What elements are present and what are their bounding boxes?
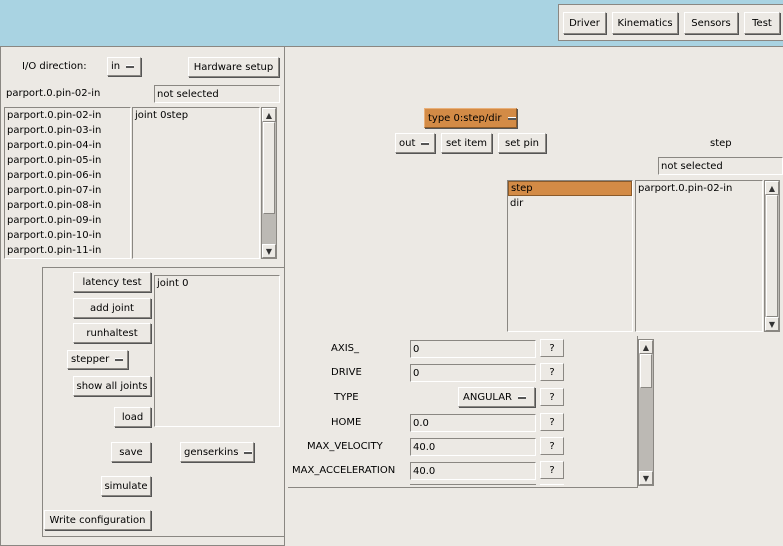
list-item[interactable]: parport.0.pin-05-in (7, 155, 102, 166)
scroll-down-icon[interactable]: ▼ (262, 244, 276, 258)
menu-indicator-icon (421, 141, 430, 145)
partial-next-help (540, 484, 564, 488)
list-item[interactable]: parport.0.pin-04-in (7, 140, 102, 151)
simulate-button[interactable]: simulate (101, 476, 151, 496)
step-selected-value: not selected (658, 157, 783, 175)
direction-out-menu[interactable]: out (395, 133, 435, 153)
home-label: HOME (331, 417, 362, 428)
tab-kinematics[interactable]: Kinematics (612, 12, 678, 34)
scroll-up-icon[interactable]: ▲ (765, 181, 779, 195)
assigned-list[interactable]: joint 0step (132, 107, 260, 259)
axis-field[interactable]: 0 (410, 340, 536, 358)
scroll-up-icon[interactable]: ▲ (262, 108, 276, 122)
params-scrollbar[interactable]: ▲ ▼ (638, 339, 654, 486)
type-menu[interactable]: ANGULAR (458, 387, 535, 407)
signal-list-scrollbar[interactable]: ▲ ▼ (764, 180, 780, 332)
drive-help-button[interactable]: ? (540, 363, 564, 381)
io-direction-value: in (111, 61, 121, 72)
write-configuration-button[interactable]: Write configuration (44, 510, 151, 530)
scroll-down-icon[interactable]: ▼ (765, 317, 779, 331)
step-label: step (710, 138, 732, 149)
stepper-menu[interactable]: stepper (67, 350, 128, 369)
selected-pin-label: parport.0.pin-02-in (6, 88, 101, 99)
type-label: TYPE (334, 392, 359, 403)
io-direction-label: I/O direction: (22, 61, 87, 72)
drive-label: DRIVE (331, 367, 362, 378)
list-item[interactable]: parport.0.pin-03-in (7, 125, 102, 136)
list-item[interactable]: parport.0.pin-06-in (7, 170, 102, 181)
add-joint-button[interactable]: add joint (73, 298, 151, 318)
params-panel (288, 336, 638, 488)
list-item[interactable]: parport.0.pin-08-in (7, 200, 102, 211)
runhaltest-button[interactable]: runhaltest (73, 323, 151, 343)
set-pin-button[interactable]: set pin (498, 133, 546, 153)
list-item[interactable]: parport.0.pin-10-in (7, 230, 102, 241)
pin-list-scrollbar[interactable]: ▲ ▼ (261, 107, 277, 259)
stepper-value: stepper (71, 354, 110, 365)
tab-test[interactable]: Test (744, 12, 780, 34)
set-item-button[interactable]: set item (441, 133, 492, 153)
signal-pin-list[interactable]: parport.0.pin-02-in (635, 180, 763, 332)
max-acceleration-field[interactable]: 40.0 (410, 462, 536, 480)
signal-list[interactable]: step dir (507, 180, 633, 332)
save-button[interactable]: save (111, 442, 151, 462)
driver-type-value: type 0:step/dir (428, 112, 502, 124)
menu-indicator-icon (517, 395, 526, 399)
partial-next-field (410, 484, 536, 488)
kinematics-value: genserkins (184, 446, 239, 458)
list-item[interactable]: joint 0step (135, 110, 189, 121)
list-item[interactable]: joint 0 (157, 278, 189, 289)
home-help-button[interactable]: ? (540, 413, 564, 431)
max-velocity-field[interactable]: 40.0 (410, 438, 536, 456)
driver-type-menu[interactable]: type 0:step/dir (424, 108, 517, 128)
axis-label: AXIS_ (331, 343, 359, 354)
latency-test-button[interactable]: latency test (73, 272, 151, 292)
tab-driver[interactable]: Driver (563, 12, 606, 34)
io-direction-menu[interactable]: in (107, 57, 141, 76)
show-all-joints-button[interactable]: show all joints (73, 376, 151, 396)
list-item-selected[interactable]: step (508, 181, 632, 196)
scroll-thumb[interactable] (640, 354, 652, 388)
scroll-thumb[interactable] (263, 122, 275, 214)
kinematics-menu[interactable]: genserkins (180, 442, 254, 462)
control-subpanel (42, 267, 284, 537)
joint-list[interactable]: joint 0 (154, 275, 280, 427)
type-value: ANGULAR (463, 391, 512, 403)
scroll-up-icon[interactable]: ▲ (639, 340, 653, 354)
list-item[interactable]: parport.0.pin-02-in (7, 110, 102, 121)
selected-pin-value: not selected (154, 85, 280, 103)
home-field[interactable]: 0.0 (410, 414, 536, 432)
pin-list[interactable]: parport.0.pin-02-in parport.0.pin-03-in … (4, 107, 131, 259)
menu-indicator-icon (126, 65, 135, 68)
menu-indicator-icon (507, 116, 516, 120)
list-item[interactable]: dir (510, 198, 524, 209)
scroll-down-icon[interactable]: ▼ (639, 471, 653, 485)
hardware-setup-button[interactable]: Hardware setup (188, 57, 279, 77)
list-item[interactable]: parport.0.pin-09-in (7, 215, 102, 226)
menu-indicator-icon (115, 358, 124, 361)
drive-field[interactable]: 0 (410, 364, 536, 382)
tab-sensors[interactable]: Sensors (684, 12, 738, 34)
menu-indicator-icon (244, 450, 253, 454)
load-button[interactable]: load (114, 407, 151, 427)
max-acceleration-label: MAX_ACCELERATION (292, 465, 396, 476)
scroll-thumb[interactable] (766, 195, 778, 317)
max-velocity-help-button[interactable]: ? (540, 437, 564, 455)
axis-help-button[interactable]: ? (540, 339, 564, 357)
direction-out-value: out (399, 137, 416, 149)
type-help-button[interactable]: ? (540, 388, 564, 406)
list-item[interactable]: parport.0.pin-02-in (638, 183, 733, 194)
max-velocity-label: MAX_VELOCITY (307, 441, 383, 452)
list-item[interactable]: parport.0.pin-11-in (7, 245, 102, 256)
max-acceleration-help-button[interactable]: ? (540, 461, 564, 479)
list-item[interactable]: parport.0.pin-07-in (7, 185, 102, 196)
